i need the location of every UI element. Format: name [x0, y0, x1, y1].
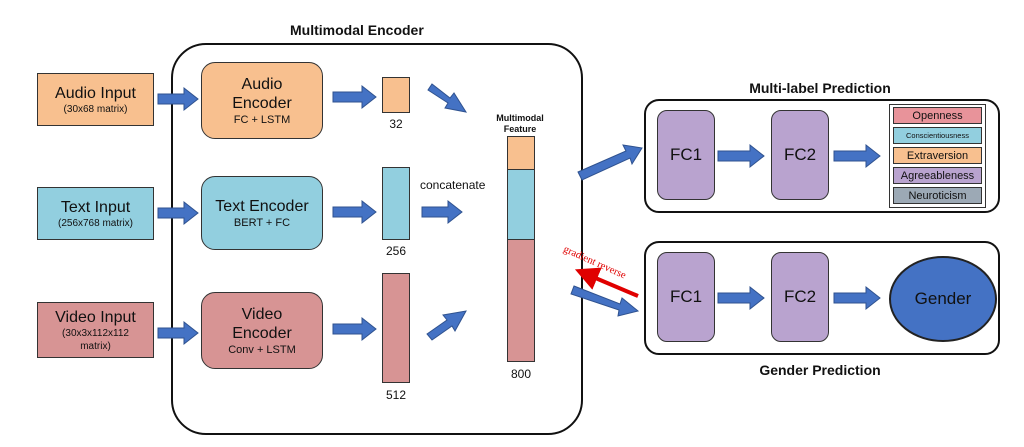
audio-encoder-box: Audio Encoder FC + LSTM — [201, 62, 323, 139]
gender-ellipse — [889, 256, 997, 342]
audio-input-title: Audio Input — [55, 84, 136, 102]
ml-fc2-box: FC2 — [771, 110, 829, 200]
video-input-sub: (30x3x112x112 matrix) — [62, 327, 129, 352]
ml-fc1-label: FC1 — [669, 145, 703, 164]
video-encoder-box: Video Encoder Conv + LSTM — [201, 292, 323, 369]
arrow-video-input — [157, 320, 199, 346]
g-fc1-box: FC1 — [657, 252, 715, 342]
multilabel-title: Multi-label Prediction — [749, 80, 891, 96]
video-input-title: Video Input — [55, 308, 136, 326]
gradient-reverse-arrow — [574, 267, 639, 298]
trait-neuroticism: Neuroticism — [893, 187, 982, 204]
video-encoder-title: Video Encoder — [232, 305, 292, 342]
text-input-title: Text Input — [60, 198, 131, 216]
text-vector — [382, 167, 410, 240]
arrow-text-encoder — [332, 199, 377, 225]
arrow-audio-encoder — [332, 84, 377, 110]
arrow-video-concat — [426, 310, 467, 341]
text-input-sub: (256x768 matrix) — [57, 217, 134, 229]
audio-vector-size: 32 — [389, 117, 403, 131]
arrow-feature-gender — [570, 285, 640, 317]
feature-size: 800 — [510, 367, 532, 381]
encoder-title: Multimodal Encoder — [290, 22, 424, 38]
trait-openness: Openness — [893, 107, 982, 124]
trait-extraversion: Extraversion — [893, 147, 982, 164]
text-encoder-title: Text Encoder — [215, 197, 309, 215]
traits-box: Openness Conscientiousness Extraversion … — [889, 104, 986, 208]
gender-container — [644, 241, 1000, 355]
text-vector-size: 256 — [385, 244, 407, 258]
text-encoder-box: Text Encoder BERT + FC — [201, 176, 323, 250]
arrow-audio-input — [157, 86, 199, 112]
text-encoder-sub: BERT + FC — [233, 216, 291, 229]
video-vector-size: 512 — [385, 388, 407, 402]
g-fc1-label: FC1 — [669, 287, 703, 306]
encoder-container — [171, 43, 583, 435]
arrow-ml-fc1-fc2 — [717, 143, 765, 169]
g-fc2-box: FC2 — [771, 252, 829, 342]
arrow-text-input — [157, 200, 199, 226]
audio-input-sub: (30x68 matrix) — [63, 103, 128, 115]
multilabel-container — [644, 99, 1000, 213]
feature-video-segment — [507, 239, 535, 362]
arrow-g-fc1-fc2 — [717, 285, 765, 311]
ml-fc1-box: FC1 — [657, 110, 715, 200]
ml-fc2-label: FC2 — [783, 145, 817, 164]
concatenate-label: concatenate — [420, 178, 486, 192]
video-input-box: Video Input (30x3x112x112 matrix) — [37, 302, 154, 358]
arrow-text-concat — [421, 199, 463, 225]
video-encoder-sub: Conv + LSTM — [228, 343, 296, 356]
audio-input-box: Audio Input (30x68 matrix) — [37, 73, 154, 126]
gender-title: Gender Prediction — [759, 362, 881, 378]
g-fc2-label: FC2 — [783, 287, 817, 306]
arrow-feature-multilabel — [577, 144, 643, 181]
arrow-ml-fc2-traits — [833, 143, 881, 169]
arrow-video-encoder — [332, 316, 377, 342]
gender-output-label: Gender — [914, 289, 972, 308]
arrow-audio-concat — [427, 83, 468, 113]
feature-audio-segment — [507, 136, 535, 170]
feature-text-segment — [507, 169, 535, 240]
text-input-box: Text Input (256x768 matrix) — [37, 187, 154, 240]
audio-encoder-title: Audio Encoder — [232, 75, 292, 112]
audio-encoder-sub: FC + LSTM — [233, 113, 291, 126]
arrow-g-fc2-gender — [833, 285, 881, 311]
feature-title: Multimodal Feature — [496, 113, 544, 134]
video-vector — [382, 273, 410, 383]
trait-conscientiousness: Conscientiousness — [893, 127, 982, 144]
trait-agreeableness: Agreeableness — [893, 167, 982, 184]
audio-vector — [382, 77, 410, 113]
